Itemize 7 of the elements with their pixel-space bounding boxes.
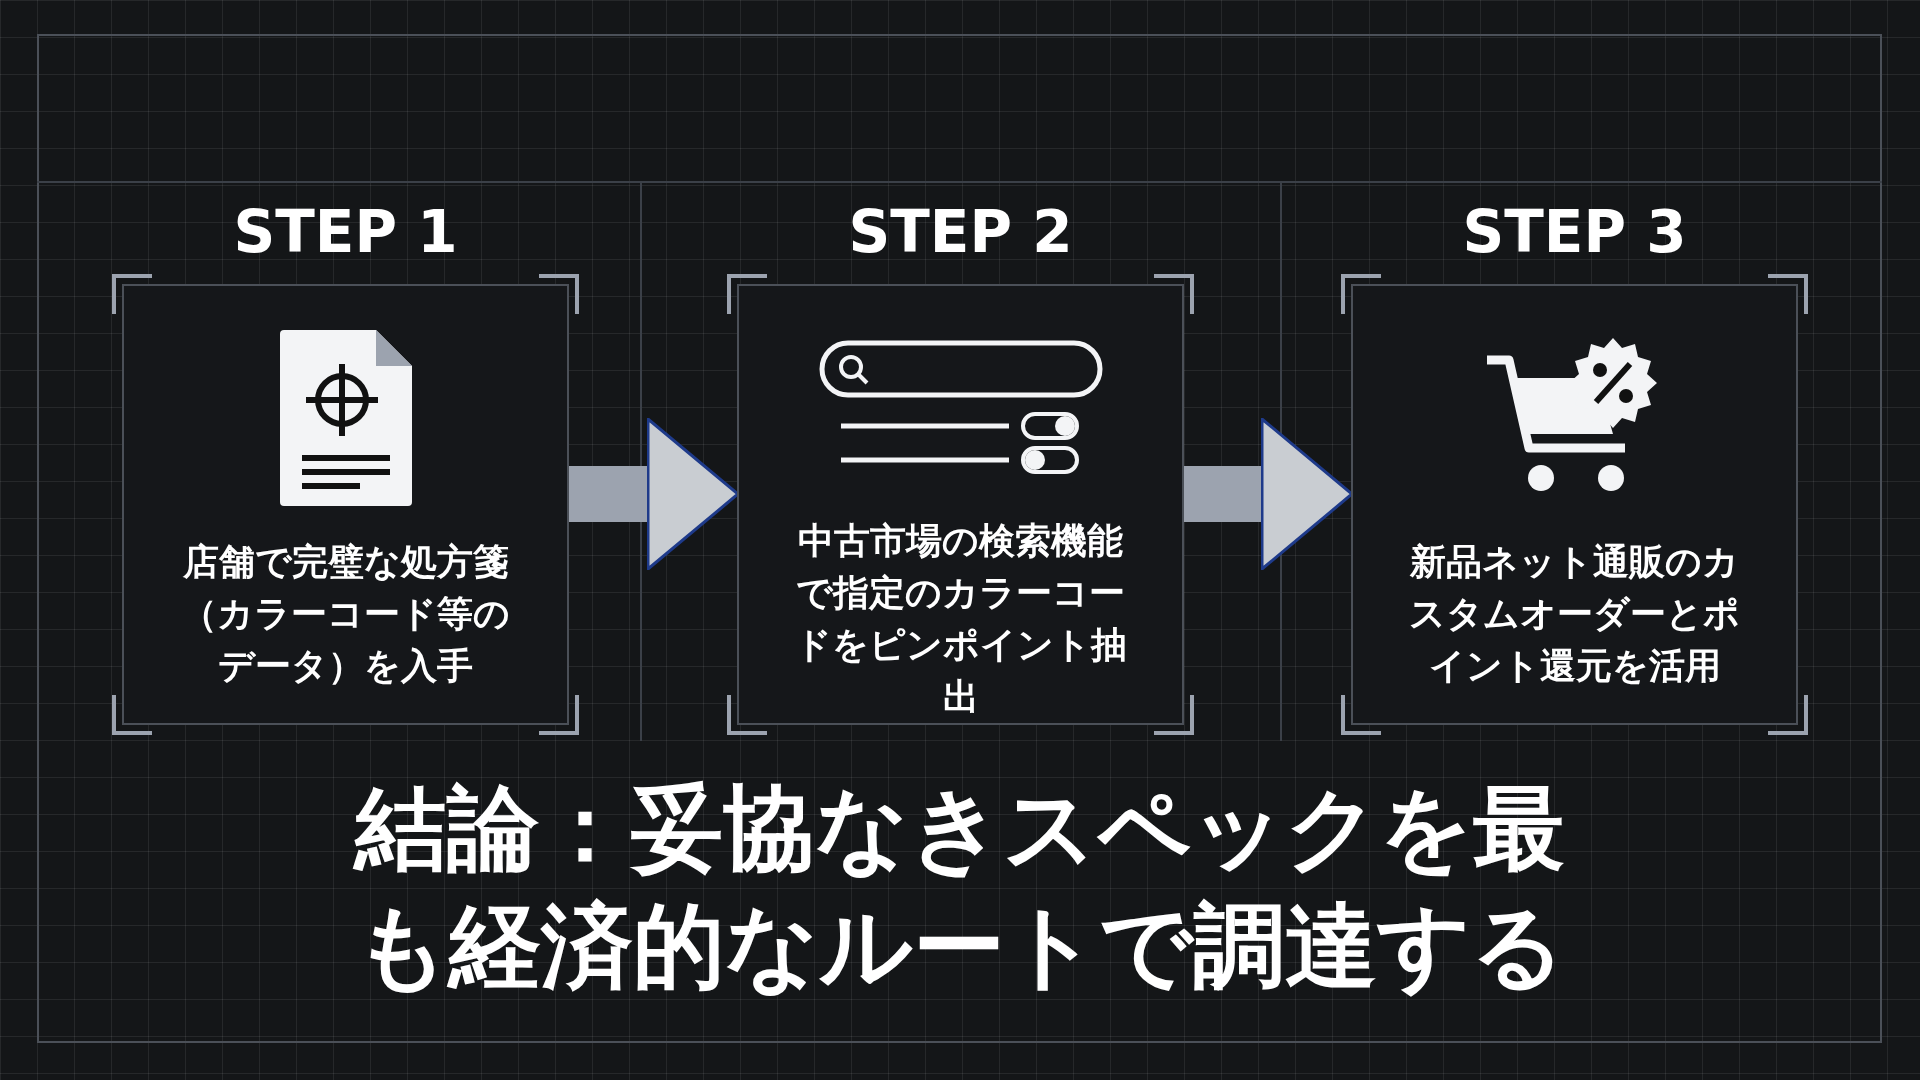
- step-heading: STEP 3: [1462, 197, 1687, 268]
- conclusion-text: 結論：妥協なきスペックを最も経済的なルートで調達する: [352, 774, 1566, 1002]
- step-heading: STEP 1: [233, 197, 458, 268]
- step-heading: STEP 2: [848, 197, 1073, 268]
- step-description: 店舗で完璧な処方箋（カラーコード等のデータ）を入手: [180, 540, 511, 688]
- step-description: 新品ネット通販のカスタムオーダーとポイント還元を活用: [1408, 540, 1741, 688]
- step-description: 中古市場の検索機能で指定のカラーコードをピンポイント抽出: [793, 519, 1128, 719]
